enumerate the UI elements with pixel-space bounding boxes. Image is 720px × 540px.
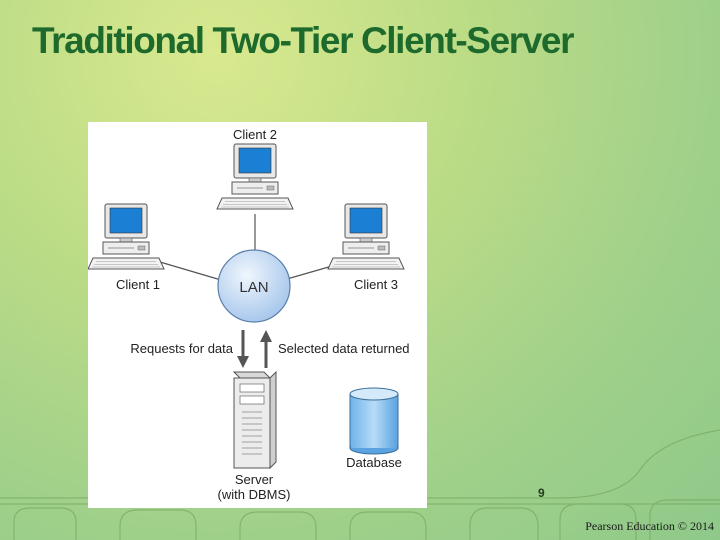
- client-2-computer-icon: [216, 143, 294, 210]
- request-label: Requests for data: [130, 341, 233, 356]
- page-number: 9: [538, 486, 545, 500]
- lan-node: LAN: [217, 249, 291, 323]
- client-2-label: Client 2: [233, 127, 277, 142]
- copyright-notice: Pearson Education © 2014: [585, 519, 714, 533]
- diagram-canvas: Client 2 Client 1 Client 3 LAN Requests …: [88, 127, 410, 502]
- client-1-label: Client 1: [116, 277, 160, 292]
- client-3-computer-icon: [327, 203, 405, 270]
- server-sublabel: (with DBMS): [218, 487, 291, 502]
- response-arrow-icon: [260, 330, 272, 368]
- request-arrow-icon: [237, 330, 249, 368]
- server-label: Server: [235, 472, 274, 487]
- database-label: Database: [346, 455, 402, 470]
- client-3-label: Client 3: [354, 277, 398, 292]
- lan-label: LAN: [239, 279, 268, 296]
- client-1-computer-icon: [88, 203, 165, 270]
- server-icon: [232, 370, 277, 470]
- link-client1-lan: [159, 261, 222, 281]
- response-label: Selected data returned: [278, 341, 410, 356]
- database-icon: [349, 387, 399, 455]
- slide-title: Traditional Two-Tier Client-Server: [32, 20, 575, 61]
- client-server-diagram: Client 2 Client 1 Client 3 LAN Requests …: [88, 122, 427, 508]
